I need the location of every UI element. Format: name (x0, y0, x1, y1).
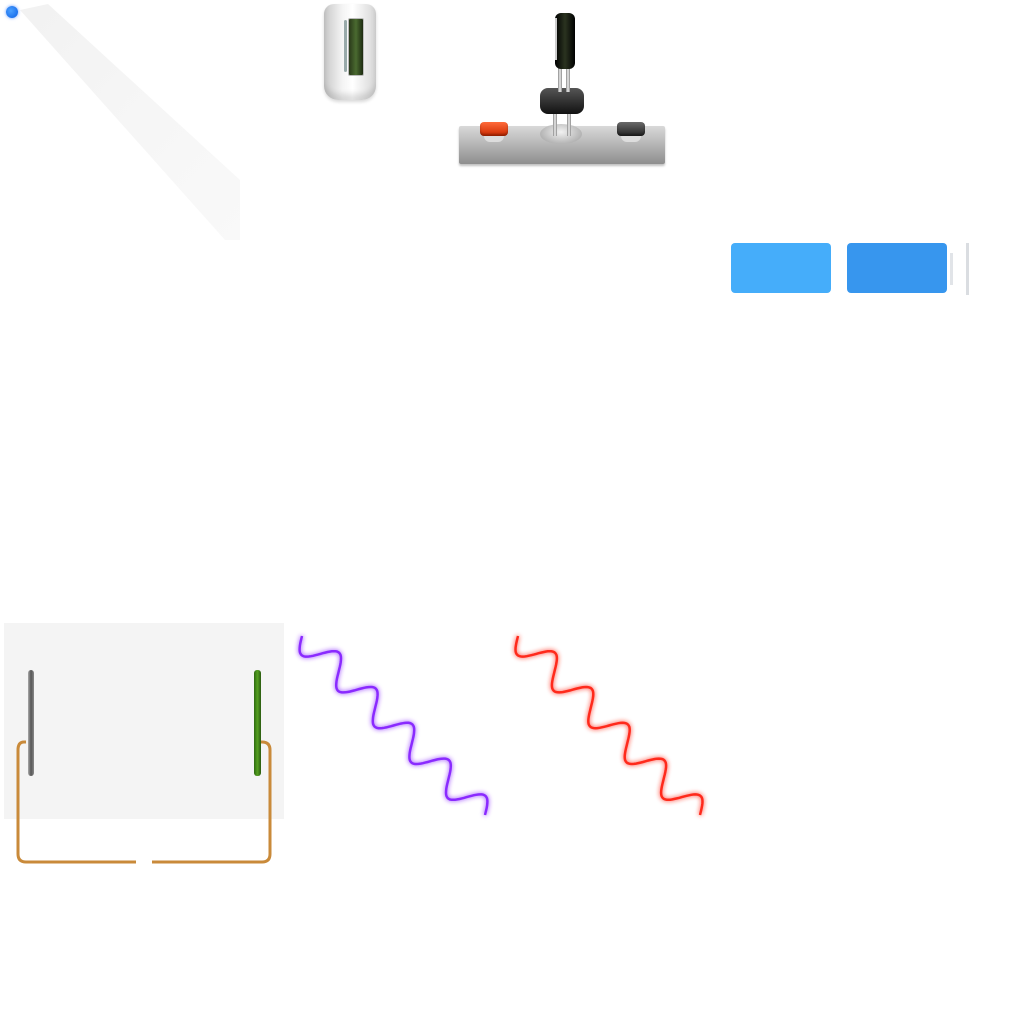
socket-cap (540, 88, 584, 114)
capacitor-device-icon[interactable] (555, 13, 575, 69)
slider-track[interactable] (950, 253, 953, 285)
light-beam (20, 4, 240, 240)
black-terminal-knob[interactable] (617, 122, 645, 136)
circuit-wire (16, 740, 272, 864)
left-electrode[interactable] (28, 670, 34, 776)
photon-waves (298, 635, 704, 816)
red-terminal-knob[interactable] (480, 122, 508, 136)
red-terminal-base (484, 134, 504, 142)
violet-wave-icon (298, 635, 489, 816)
right-action-button[interactable] (847, 243, 947, 293)
cylinder-plate (348, 18, 364, 76)
left-action-button[interactable] (731, 243, 831, 293)
socket-pin (553, 112, 557, 136)
slider-edge (966, 243, 969, 295)
socket-pin (567, 112, 571, 136)
cylinder-wire (344, 20, 347, 72)
capacitor-lead (558, 66, 562, 92)
black-terminal-base (621, 134, 641, 142)
capacitor-stripe (555, 18, 557, 60)
socket-ring (540, 124, 582, 144)
blue-dot-icon[interactable] (6, 6, 18, 18)
circuit-panel (4, 623, 284, 819)
capacitor-lead (566, 66, 570, 92)
red-wave-icon (514, 635, 704, 816)
right-electrode[interactable] (254, 670, 261, 776)
